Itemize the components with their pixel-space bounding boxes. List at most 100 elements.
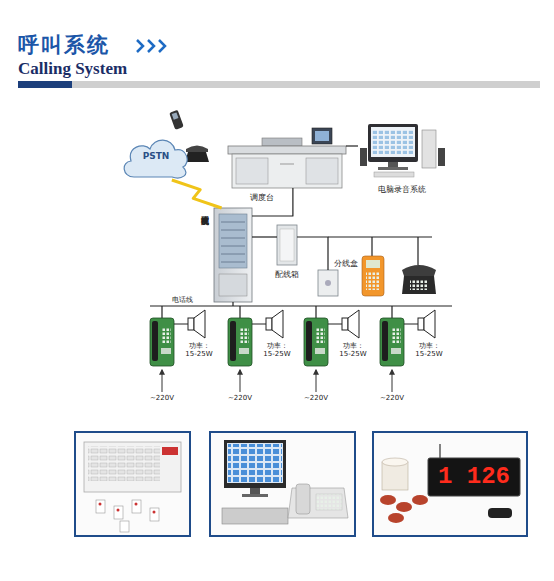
connector xyxy=(252,236,277,237)
recording-system-node: 电脑录音系统 xyxy=(358,122,446,180)
desk-phone-black xyxy=(402,265,436,276)
photo-frame xyxy=(84,442,181,492)
voltage-label: ~220V xyxy=(146,394,178,402)
photo-frame xyxy=(228,444,282,482)
desk-phone-black xyxy=(402,265,436,294)
pstn-phones xyxy=(172,112,179,119)
voltage-label: ~220V xyxy=(224,394,256,402)
photo-frame xyxy=(296,484,310,514)
junction-box xyxy=(318,270,338,296)
header-rule xyxy=(18,81,540,88)
photo-frame xyxy=(162,447,178,455)
dispatch-desk xyxy=(312,128,332,144)
telephone-line xyxy=(150,302,452,318)
recording-computer xyxy=(438,148,445,166)
photo-frame xyxy=(373,432,527,536)
pstn-phones xyxy=(169,110,184,130)
subtitle: Calling System xyxy=(18,59,127,79)
recording-computer xyxy=(378,167,408,170)
photo-frame xyxy=(439,444,440,458)
header-chevrons xyxy=(137,40,165,52)
dispatch-desk xyxy=(306,158,338,184)
power-rating: 功率： 15-25W xyxy=(183,342,215,359)
display-digits: 1 126 xyxy=(428,462,520,492)
photo-frame xyxy=(412,495,428,505)
cloud-node: PSTN xyxy=(120,134,192,180)
header-chevrons xyxy=(137,40,165,52)
photo-frame xyxy=(396,502,412,512)
dispatch-desk xyxy=(236,158,268,184)
connector xyxy=(346,145,358,146)
dispatch-desk xyxy=(232,154,342,188)
desk-phone-orange xyxy=(362,256,384,296)
pstn-phones xyxy=(185,152,209,162)
exchange-cabinet xyxy=(221,222,245,262)
dispatch-desk-node: 调度台 xyxy=(228,128,346,188)
connector xyxy=(297,237,328,270)
photo-frame xyxy=(120,521,129,532)
recording-computer xyxy=(388,162,398,167)
distribution-box xyxy=(277,225,297,265)
photo-frame xyxy=(114,506,123,519)
device-label: 分线盒 xyxy=(334,258,358,269)
photo-frame xyxy=(222,508,288,524)
voltage-label: ~220V xyxy=(300,394,332,402)
photo-frame xyxy=(388,513,404,523)
exchange-cabinet xyxy=(219,274,247,296)
dispatch-desk xyxy=(315,131,329,141)
junction-box-node: 分线盒 xyxy=(318,270,338,296)
distribution-box xyxy=(277,225,297,265)
desk-phone-orange xyxy=(366,272,380,290)
photo-frame xyxy=(224,440,286,488)
photo-frame xyxy=(75,432,190,536)
recording-computer xyxy=(372,129,414,155)
cloud-label: PSTN xyxy=(120,151,192,161)
telephone-line xyxy=(150,302,452,318)
dispatch-desk xyxy=(280,164,294,165)
power-rating: 功率： 15-25W xyxy=(261,342,293,359)
distribution-box xyxy=(280,229,294,261)
photo-frame xyxy=(242,494,268,497)
photo-frame xyxy=(382,458,408,466)
pstn-phones xyxy=(186,146,208,153)
photo-frame xyxy=(88,446,160,481)
photo-frame xyxy=(210,432,355,536)
page-title: 呼叫系统 xyxy=(18,31,110,59)
power-rating: 功率： 15-25W xyxy=(337,342,369,359)
dispatch-desk xyxy=(228,128,346,188)
photo-frame xyxy=(150,508,159,521)
photo-frame xyxy=(99,503,102,506)
distribution-box-node: 配线箱 xyxy=(277,225,297,265)
device-label: 配线箱 xyxy=(265,269,309,280)
photo-frame xyxy=(316,494,342,510)
exchange-cabinet xyxy=(214,208,252,302)
desk-phone-orange xyxy=(362,256,384,296)
recording-computer xyxy=(422,130,436,168)
junction-box xyxy=(325,280,331,286)
recording-computer xyxy=(368,124,418,162)
device-label: 调度台 xyxy=(250,192,274,203)
recording-computer xyxy=(360,148,367,166)
header-rule xyxy=(18,81,72,88)
junction-box xyxy=(318,270,338,296)
header-rule xyxy=(18,81,540,88)
dispatch-desk xyxy=(262,138,302,146)
photo-frame xyxy=(488,508,512,518)
photo-frame xyxy=(132,500,141,513)
photo-frame xyxy=(250,488,260,494)
exchange-node: 程控调度机或交换机 xyxy=(214,208,252,302)
photo-frame xyxy=(153,511,156,514)
connector xyxy=(252,188,293,216)
photo-frame xyxy=(428,458,520,496)
photo-frame xyxy=(75,432,190,536)
photo-frame xyxy=(117,509,120,512)
line-label: 电话线 xyxy=(172,296,193,304)
exchange-cabinet xyxy=(214,208,252,302)
recording-computer xyxy=(371,127,415,157)
photo-frame xyxy=(373,432,527,536)
photo-frame xyxy=(96,500,105,513)
photo-frame xyxy=(135,503,138,506)
exchange-cabinet xyxy=(219,214,247,268)
